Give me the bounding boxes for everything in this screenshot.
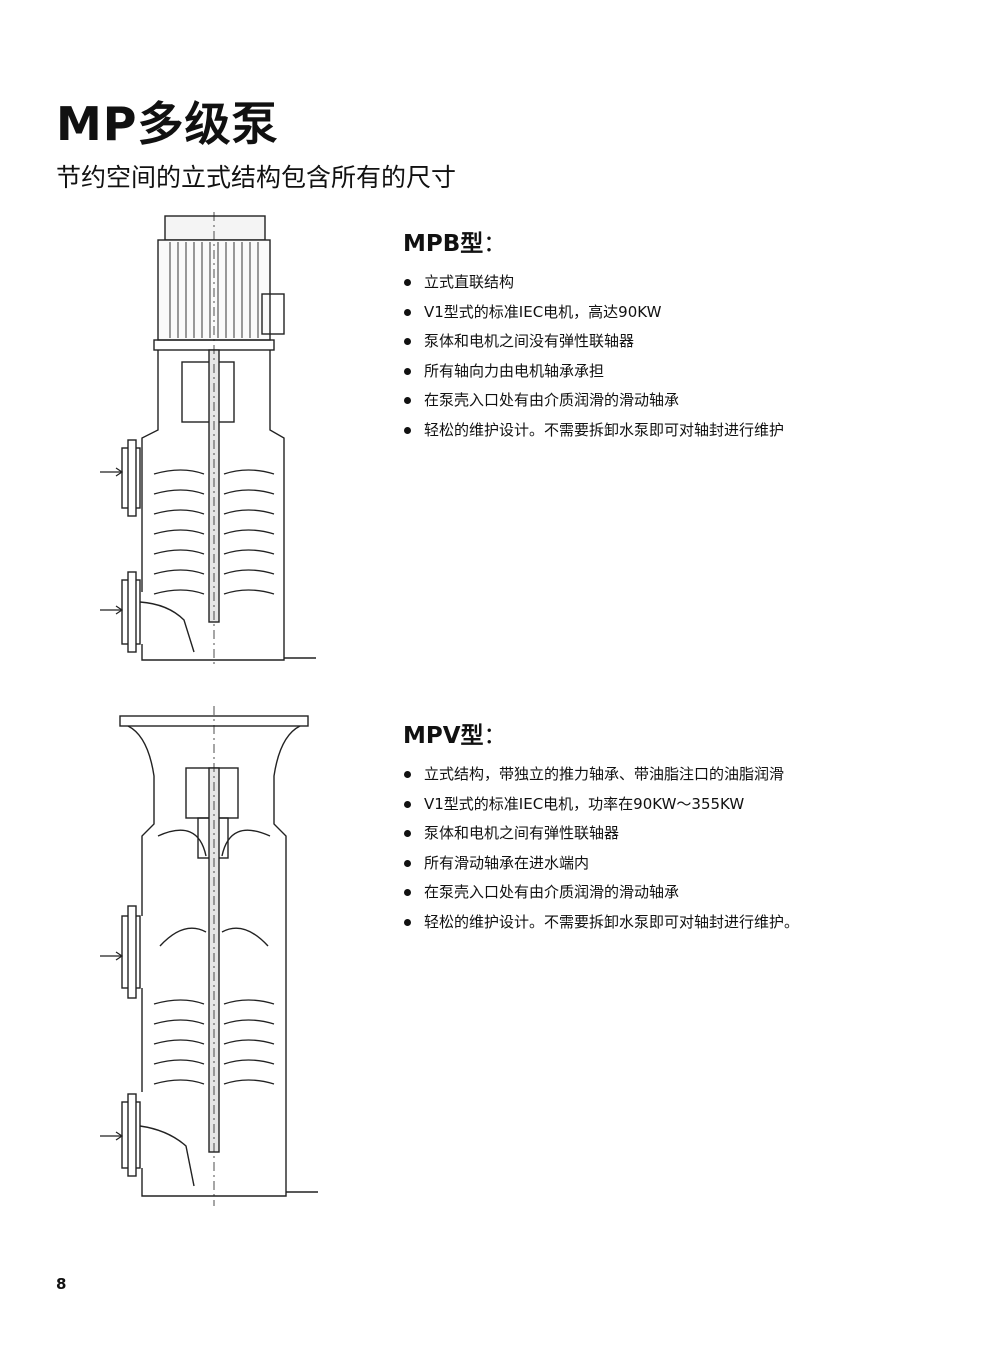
mpb-feature-item: 泵体和电机之间没有弹性联轴器 (403, 331, 923, 351)
mpv-feature-list: 立式结构，带独立的推力轴承、带油脂注口的油脂润滑 V1型式的标准IEC电机，功率… (403, 764, 923, 932)
mpb-feature-list: 立式直联结构 V1型式的标准IEC电机，高达90KW 泵体和电机之间没有弹性联轴… (403, 272, 923, 440)
page-title: MP多级泵 (56, 97, 279, 151)
mpb-feature-item: V1型式的标准IEC电机，高达90KW (403, 302, 923, 322)
mpv-feature-item: 在泵壳入口处有由介质润滑的滑动轴承 (403, 882, 923, 902)
mpv-model-title: MPV型： (403, 716, 923, 750)
mpb-feature-item: 立式直联结构 (403, 272, 923, 292)
mpb-model-colon: ： (483, 231, 507, 257)
mpb-pump-cross-section-drawing (98, 212, 330, 668)
mpv-feature-item: 所有滑动轴承在进水端内 (403, 853, 923, 873)
mpv-feature-item: V1型式的标准IEC电机，功率在90KW～355KW (403, 794, 923, 814)
mpb-model-label: MPB型 (403, 231, 484, 257)
mpb-feature-item: 在泵壳入口处有由介质润滑的滑动轴承 (403, 390, 923, 410)
mpb-feature-item: 所有轴向力由电机轴承承担 (403, 361, 923, 381)
mpv-model-label: MPV型 (403, 723, 484, 749)
mpb-section: MPB型： 立式直联结构 V1型式的标准IEC电机，高达90KW 泵体和电机之间… (403, 224, 923, 449)
mpv-section: MPV型： 立式结构，带独立的推力轴承、带油脂注口的油脂润滑 V1型式的标准IE… (403, 716, 923, 941)
mpb-feature-item: 轻松的维护设计。不需要拆卸水泵即可对轴封进行维护 (403, 420, 923, 440)
mpv-feature-item: 立式结构，带独立的推力轴承、带油脂注口的油脂润滑 (403, 764, 923, 784)
mpv-model-colon: ： (483, 723, 507, 749)
page-subtitle: 节约空间的立式结构包含所有的尺寸 (56, 163, 457, 192)
mpv-pump-cross-section-drawing (98, 706, 330, 1206)
mpv-feature-item: 泵体和电机之间有弹性联轴器 (403, 823, 923, 843)
mpv-feature-item: 轻松的维护设计。不需要拆卸水泵即可对轴封进行维护。 (403, 912, 923, 932)
mpb-model-title: MPB型： (403, 224, 923, 258)
page-number: 8 (56, 1275, 67, 1293)
